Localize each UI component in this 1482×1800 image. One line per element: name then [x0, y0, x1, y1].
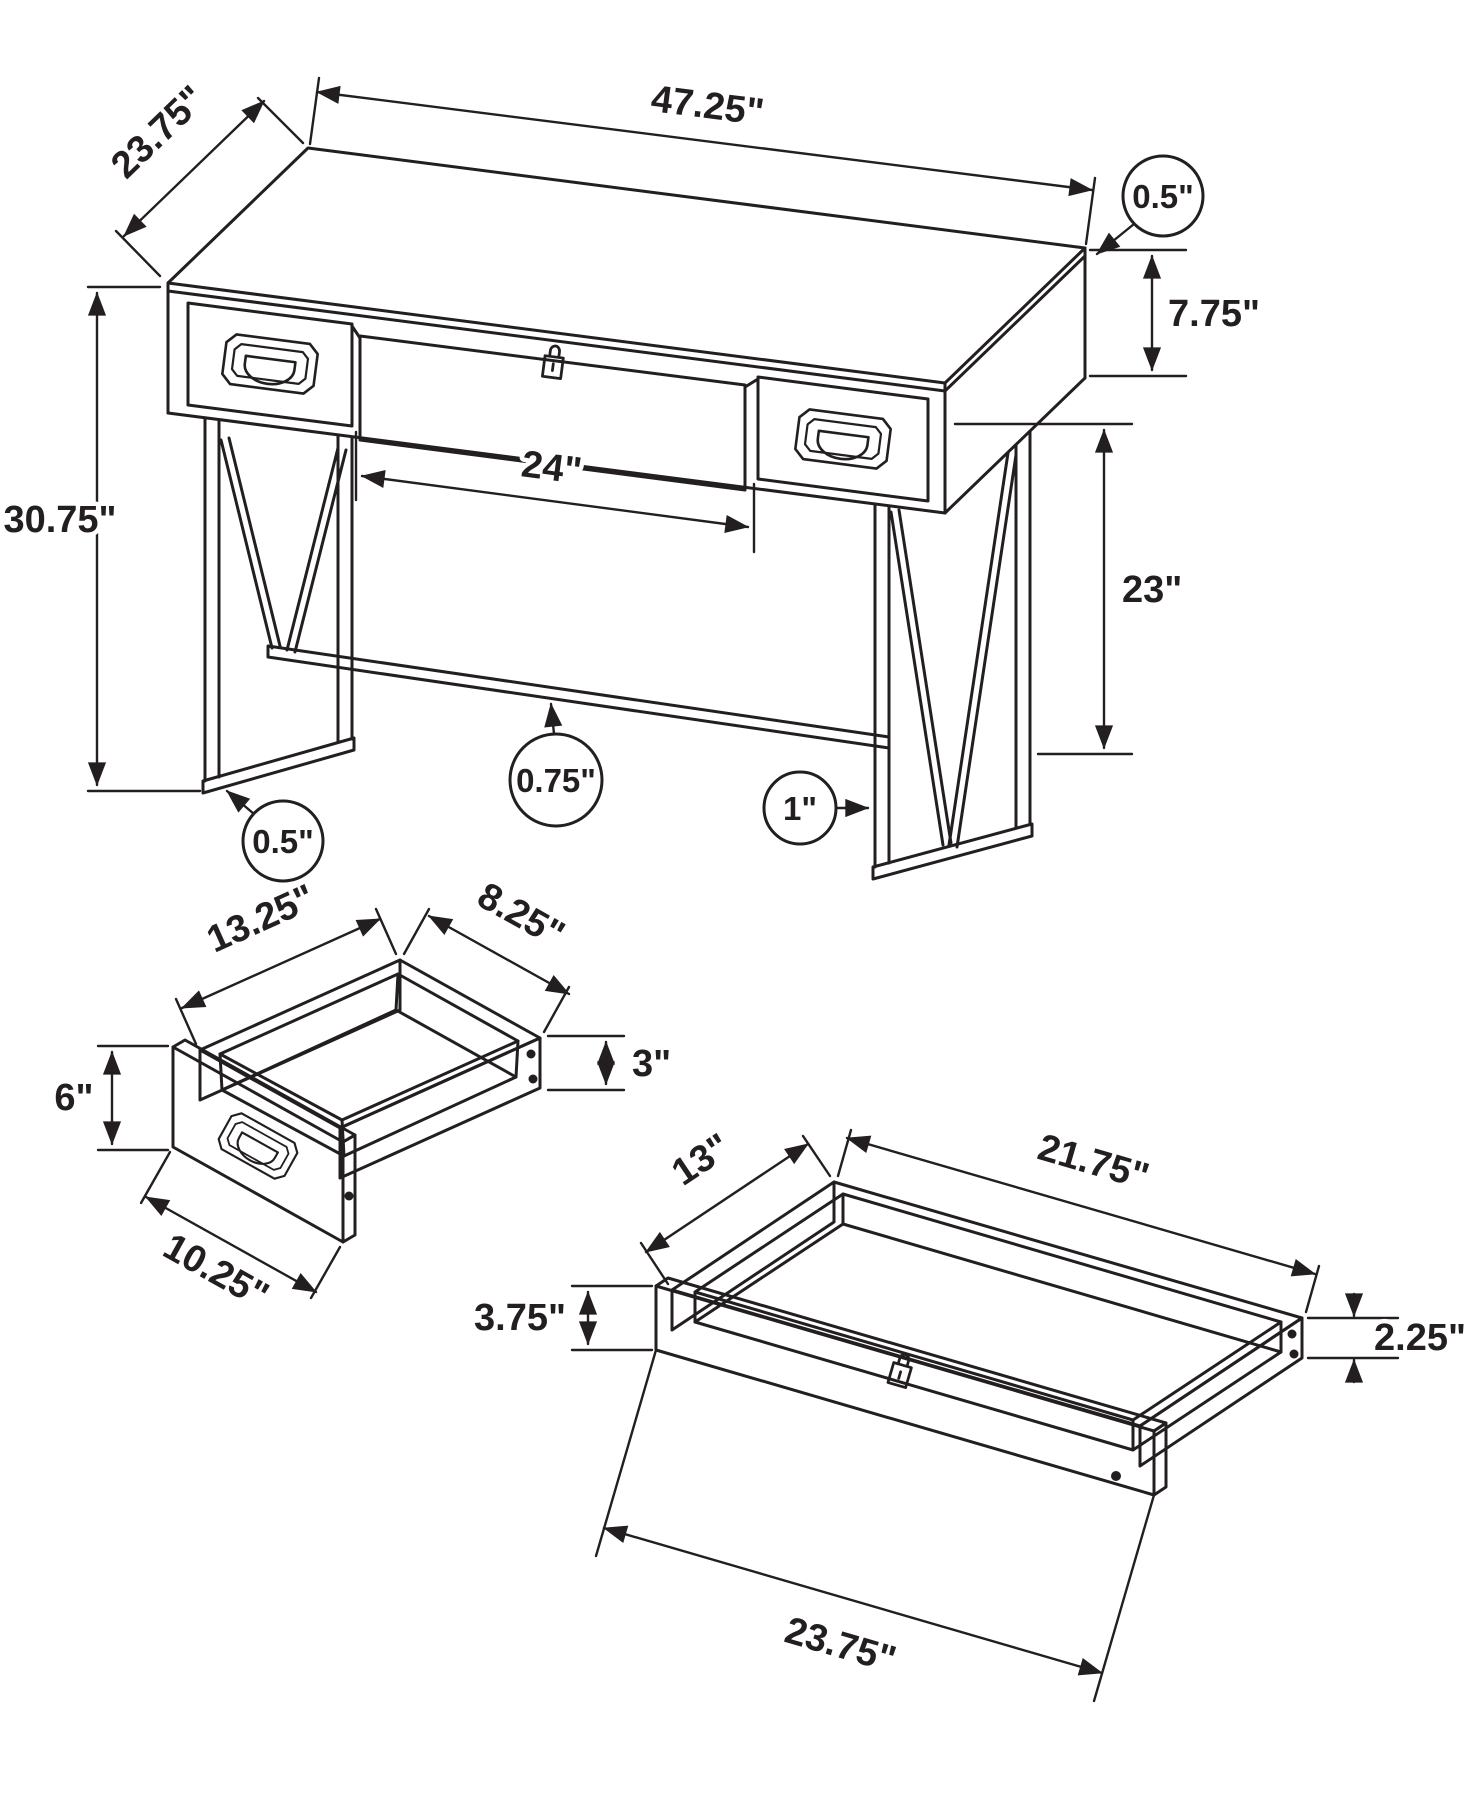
callout-label-leg-large: 1": [783, 790, 817, 827]
dim-small-drawer-side-height: 3": [546, 1034, 676, 1092]
screw-dot: [1111, 1471, 1121, 1481]
callout-circle: [762, 770, 838, 846]
dim-large-drawer-side-height: 2.25": [1306, 1292, 1470, 1384]
screw-dot: [1289, 1349, 1299, 1359]
callout-stretcher-thickness: 0.75": [508, 702, 604, 828]
callout-circle: [1121, 154, 1205, 238]
callout-leg-large: 1": [762, 770, 870, 846]
dim-label-small-side-height: 3": [632, 1043, 671, 1085]
callout-label-leg-small: 0.5": [252, 823, 314, 860]
screw-dot: [344, 1191, 354, 1201]
dim-apron-height: 7.75": [1088, 248, 1264, 378]
screw-dot: [528, 1074, 538, 1084]
dim-clearance-height: 23": [953, 422, 1187, 756]
dim-small-drawer-front-height: 6": [50, 1044, 170, 1152]
callout-label-top-thickness: 0.5": [1132, 178, 1194, 215]
dim-desk-height: 30.75": [0, 285, 202, 793]
desk-left-leg-frame: [201, 416, 356, 795]
callout-label-stretcher: 0.75": [516, 762, 596, 799]
dim-label-large-front-height: 3.75": [474, 1297, 566, 1339]
dim-label-large-side-height: 2.25": [1374, 1317, 1466, 1359]
screw-dot: [1287, 1329, 1297, 1339]
dim-label-clearance-height: 23": [1122, 569, 1182, 611]
dim-label-small-front-height: 6": [54, 1077, 93, 1119]
v-brace: [889, 451, 1018, 849]
right-drawer-front: [756, 375, 930, 503]
dim-label-apron-height: 7.75": [1168, 293, 1260, 335]
callout-circle: [508, 732, 604, 828]
dim-label-desk-height: 30.75": [3, 499, 116, 541]
v-brace: [219, 436, 348, 654]
callout-circle: [241, 799, 325, 883]
desk-body: [166, 146, 1087, 515]
left-drawer-front: [186, 301, 354, 428]
callout-top-thickness: 0.5": [1095, 154, 1205, 256]
dim-large-drawer-front-height: 3.75": [470, 1284, 654, 1352]
desk-right-leg-frame: [871, 430, 1034, 881]
dim-label-knee-width: 24": [519, 443, 584, 492]
screw-dot: [526, 1049, 536, 1059]
desk-stretcher-bar: [266, 644, 891, 750]
callout-leg-small: 0.5": [225, 789, 325, 883]
